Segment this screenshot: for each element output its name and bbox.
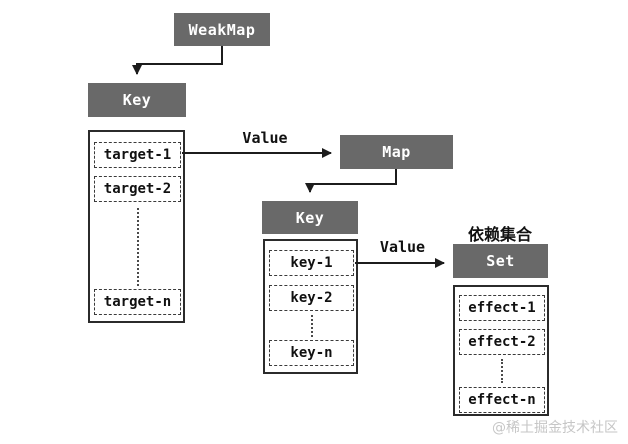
target-item: target-n [94,289,181,315]
ellipsis-dashed-line [501,359,503,383]
value-edge-label-outer: Value [242,129,288,147]
watermark: @稀土掘金技术社区 [492,420,618,436]
keys-container: key-1 key-2 key-n [263,239,358,374]
target-item: target-2 [94,176,181,202]
dependency-collection-label: 依赖集合 [467,225,532,244]
key-item: key-n [269,340,354,366]
target-item: target-1 [94,142,181,168]
key-item: key-2 [269,285,354,311]
effect-item: effect-n [459,387,545,413]
map-node: Map [340,135,453,169]
arrow-weakmap-to-key [132,46,223,75]
key-node-inner: Key [262,201,358,234]
effect-item: effect-1 [459,295,545,321]
effect-item: effect-2 [459,329,545,355]
ellipsis-dashed-line [137,208,139,286]
effects-container: effect-1 effect-2 effect-n [453,285,549,416]
ellipsis-dashed-line [311,315,313,337]
weakmap-node: WeakMap [174,13,270,46]
key-item: key-1 [269,250,354,276]
key-node-outer: Key [88,83,186,117]
targets-container: target-1 target-2 target-n [88,130,185,323]
value-edge-label-inner: Value [379,238,426,256]
arrow-map-to-key [305,169,397,193]
set-node: Set [453,244,548,278]
